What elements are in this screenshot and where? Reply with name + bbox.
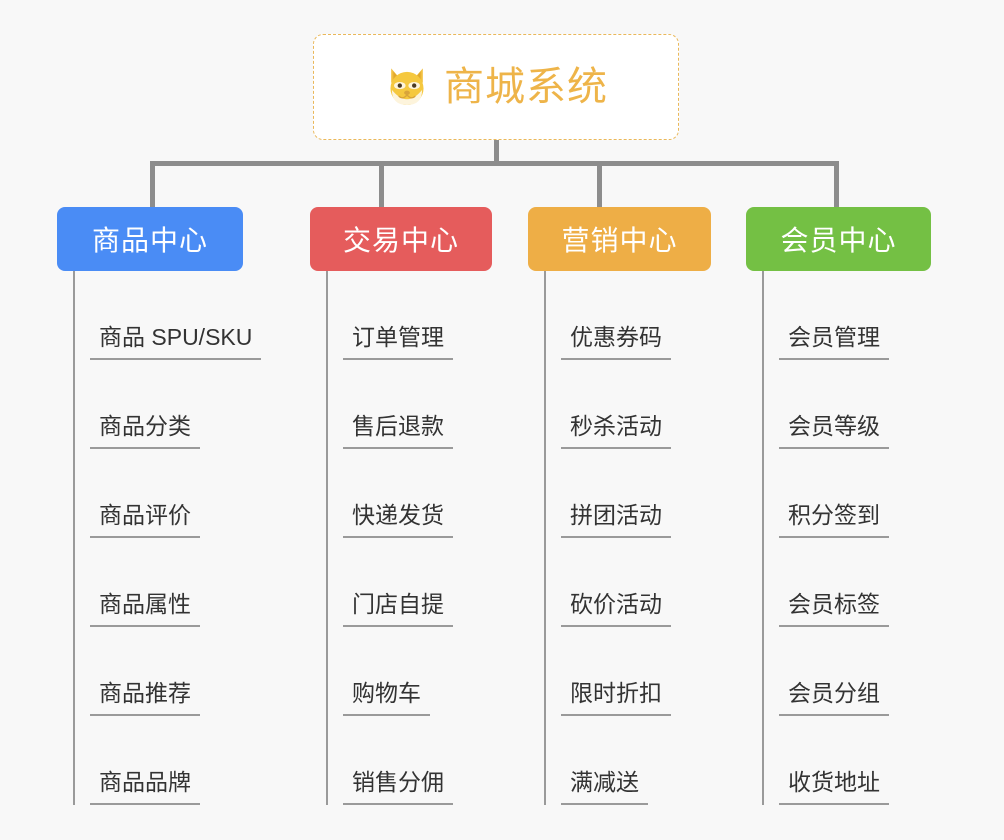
connector-drop-marketing (597, 161, 602, 207)
column-spine-product-center (73, 271, 75, 805)
column-spine-marketing-center (544, 271, 546, 805)
column-member-center: 会员中心 会员管理 会员等级 积分签到 会员标签 会员分组 收货地址 (746, 207, 931, 805)
leaf-label: 优惠券码 (561, 326, 671, 360)
leaf-item[interactable]: 快递发货 (310, 449, 492, 538)
column-spine-trade-center (326, 271, 328, 805)
leaf-item[interactable]: 门店自提 (310, 538, 492, 627)
leaf-label: 会员等级 (779, 415, 889, 449)
leaf-label: 购物车 (343, 682, 430, 716)
leaf-item[interactable]: 会员标签 (746, 538, 931, 627)
leaf-item[interactable]: 会员分组 (746, 627, 931, 716)
leaf-item[interactable]: 购物车 (310, 627, 492, 716)
leaf-item[interactable]: 拼团活动 (528, 449, 711, 538)
leaf-item[interactable]: 售后退款 (310, 360, 492, 449)
leaf-list-marketing-center: 优惠券码 秒杀活动 拼团活动 砍价活动 限时折扣 满减送 (528, 271, 711, 805)
leaf-item[interactable]: 商品品牌 (57, 716, 243, 805)
leaf-label: 商品属性 (90, 593, 200, 627)
leaf-list-product-center: 商品 SPU/SKU 商品分类 商品评价 商品属性 商品推荐 商品品牌 (57, 271, 262, 805)
shiba-inu-dog-face-icon (390, 68, 424, 107)
connector-drop-product (150, 161, 155, 207)
column-header-label: 营销中心 (561, 225, 678, 256)
leaf-label: 门店自提 (343, 593, 453, 627)
leaf-item[interactable]: 积分签到 (746, 449, 931, 538)
leaf-label: 积分签到 (779, 504, 889, 538)
leaf-label: 拼团活动 (561, 504, 671, 538)
column-header-marketing-center[interactable]: 营销中心 (528, 207, 711, 271)
connector-horizontal-bus (150, 161, 839, 166)
leaf-label: 收货地址 (779, 771, 889, 805)
column-trade-center: 交易中心 订单管理 售后退款 快递发货 门店自提 购物车 销售分佣 (310, 207, 492, 805)
column-spine-member-center (762, 271, 764, 805)
leaf-label: 商品品牌 (90, 771, 200, 805)
leaf-label: 商品分类 (90, 415, 200, 449)
column-header-trade-center[interactable]: 交易中心 (310, 207, 492, 271)
leaf-item[interactable]: 限时折扣 (528, 627, 711, 716)
leaf-item[interactable]: 销售分佣 (310, 716, 492, 805)
leaf-item[interactable]: 订单管理 (310, 271, 492, 360)
column-header-product-center[interactable]: 商品中心 (57, 207, 243, 271)
leaf-list-trade-center: 订单管理 售后退款 快递发货 门店自提 购物车 销售分佣 (310, 271, 492, 805)
leaf-item[interactable]: 商品属性 (57, 538, 243, 627)
leaf-item[interactable]: 商品分类 (57, 360, 243, 449)
leaf-item[interactable]: 收货地址 (746, 716, 931, 805)
leaf-label: 限时折扣 (561, 682, 671, 716)
leaf-item[interactable]: 商品推荐 (57, 627, 243, 716)
root-node-label: 商城系统 (444, 65, 608, 109)
column-header-label: 交易中心 (342, 225, 459, 256)
connector-drop-trade (379, 161, 384, 207)
column-marketing-center: 营销中心 优惠券码 秒杀活动 拼团活动 砍价活动 限时折扣 满减送 (528, 207, 711, 805)
leaf-list-member-center: 会员管理 会员等级 积分签到 会员标签 会员分组 收货地址 (746, 271, 931, 805)
leaf-item[interactable]: 优惠券码 (528, 271, 711, 360)
column-header-label: 会员中心 (780, 225, 897, 256)
column-header-label: 商品中心 (91, 225, 208, 256)
leaf-label: 销售分佣 (343, 771, 453, 805)
root-node-shop-system[interactable]: 商城系统 (313, 34, 679, 140)
leaf-label: 会员分组 (779, 682, 889, 716)
leaf-item[interactable]: 秒杀活动 (528, 360, 711, 449)
leaf-label: 售后退款 (343, 415, 453, 449)
column-header-member-center[interactable]: 会员中心 (746, 207, 931, 271)
leaf-label: 商品推荐 (90, 682, 200, 716)
leaf-label: 砍价活动 (561, 593, 671, 627)
connector-drop-member (834, 161, 839, 207)
leaf-label: 商品评价 (90, 504, 200, 538)
leaf-label: 秒杀活动 (561, 415, 671, 449)
column-product-center: 商品中心 商品 SPU/SKU 商品分类 商品评价 商品属性 商品推荐 商品品牌 (57, 207, 262, 805)
leaf-item[interactable]: 商品 SPU/SKU (57, 271, 262, 360)
leaf-label: 会员标签 (779, 593, 889, 627)
leaf-label: 满减送 (561, 771, 648, 805)
leaf-item[interactable]: 砍价活动 (528, 538, 711, 627)
leaf-label: 订单管理 (343, 326, 453, 360)
leaf-item[interactable]: 商品评价 (57, 449, 243, 538)
leaf-item[interactable]: 满减送 (528, 716, 711, 805)
leaf-label: 商品 SPU/SKU (90, 326, 262, 360)
leaf-label: 快递发货 (343, 504, 453, 538)
leaf-item[interactable]: 会员管理 (746, 271, 931, 360)
leaf-label: 会员管理 (779, 326, 889, 360)
connector-root-stem (494, 140, 499, 163)
leaf-item[interactable]: 会员等级 (746, 360, 931, 449)
